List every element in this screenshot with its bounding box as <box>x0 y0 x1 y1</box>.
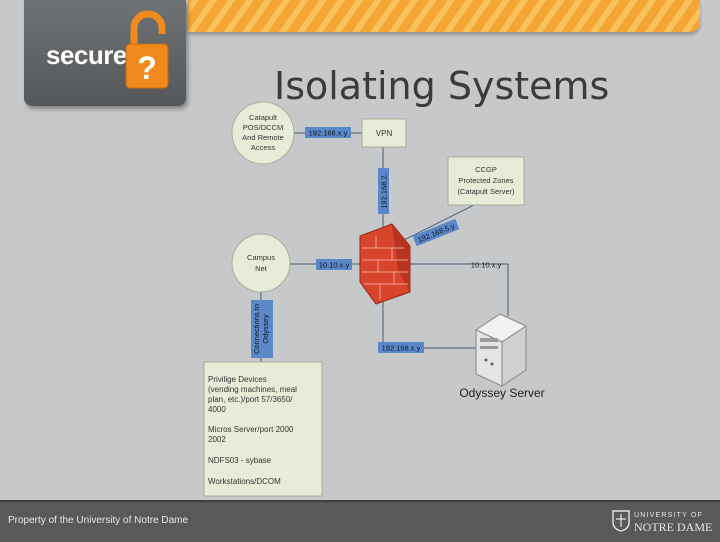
link-label-firewall-right: 10.10.x.y <box>471 261 502 270</box>
link-label-vpn-firewall: 192.168.2. <box>378 168 389 214</box>
svg-text:POS/DCCM: POS/DCCM <box>243 123 283 132</box>
svg-text:Protected Zones: Protected Zones <box>458 176 513 185</box>
svg-text:10.10.x.y: 10.10.x.y <box>471 261 502 270</box>
odyssey-server-label: Odyssey Server <box>459 386 544 400</box>
svg-text:Privilige Devices: Privilige Devices <box>208 375 267 384</box>
svg-text:10.10.x.y: 10.10.x.y <box>319 261 350 270</box>
footer-bar: Property of the University of Notre Dame… <box>0 500 720 542</box>
nd-line1: UNIVERSITY OF <box>634 512 703 519</box>
footer-text: Property of the University of Notre Dame <box>8 515 188 526</box>
vpn-node: VPN <box>362 119 406 147</box>
svg-text:(Catapult Server): (Catapult Server) <box>457 187 515 196</box>
svg-text:192.168.2.: 192.168.2. <box>380 173 389 208</box>
svg-text:VPN: VPN <box>376 129 393 138</box>
catapult-node: Catapult POS/DCCM And Remote Access <box>232 102 294 164</box>
nd-shield-icon <box>612 510 630 532</box>
svg-text:Connections to: Connections to <box>252 304 261 354</box>
svg-text:plan, etc.)/port 57/3650/: plan, etc.)/port 57/3650/ <box>208 395 293 404</box>
svg-text:And Remote: And Remote <box>242 133 284 142</box>
ccgp-node: CCGP Protected Zones (Catapult Server) <box>448 157 524 205</box>
svg-text:192.168.x.y: 192.168.x.y <box>382 344 421 353</box>
campus-net-node: Campus Net <box>232 234 290 292</box>
svg-text:(vending machines, meal: (vending machines, meal <box>208 385 297 394</box>
nd-line2: NOTRE DAME <box>634 520 712 535</box>
svg-text:Catapult: Catapult <box>249 113 278 122</box>
svg-text:Micros Server/port 2000: Micros Server/port 2000 <box>208 425 294 434</box>
server-icon <box>476 314 526 386</box>
svg-text:192.168.5.y: 192.168.5.y <box>416 221 456 244</box>
svg-text:Access: Access <box>251 143 275 152</box>
svg-text:NDFS03 - sybase: NDFS03 - sybase <box>208 456 272 465</box>
svg-text:Net: Net <box>255 264 268 273</box>
svg-text:192.168.x.y: 192.168.x.y <box>309 129 348 138</box>
svg-text:4000: 4000 <box>208 405 226 414</box>
svg-text:2002: 2002 <box>208 435 226 444</box>
privilege-devices-box: Privilige Devices (vending machines, mea… <box>204 362 322 496</box>
link-label-campus-firewall: 10.10.x.y <box>316 259 352 270</box>
link-label-catapult-vpn: 192.168.x.y <box>305 127 351 138</box>
link-label-campus-privilege: Connections to Odyssey <box>251 300 273 358</box>
notre-dame-logo: UNIVERSITY OF NOTRE DAME <box>612 510 714 536</box>
svg-text:CCGP: CCGP <box>475 165 497 174</box>
svg-text:Odyssey: Odyssey <box>261 314 270 343</box>
link-label-firewall-odyssey: 192.168.x.y <box>378 342 424 353</box>
svg-text:Campus: Campus <box>247 253 275 262</box>
svg-text:Workstations/DCOM: Workstations/DCOM <box>208 477 281 486</box>
firewall-icon <box>360 224 410 304</box>
